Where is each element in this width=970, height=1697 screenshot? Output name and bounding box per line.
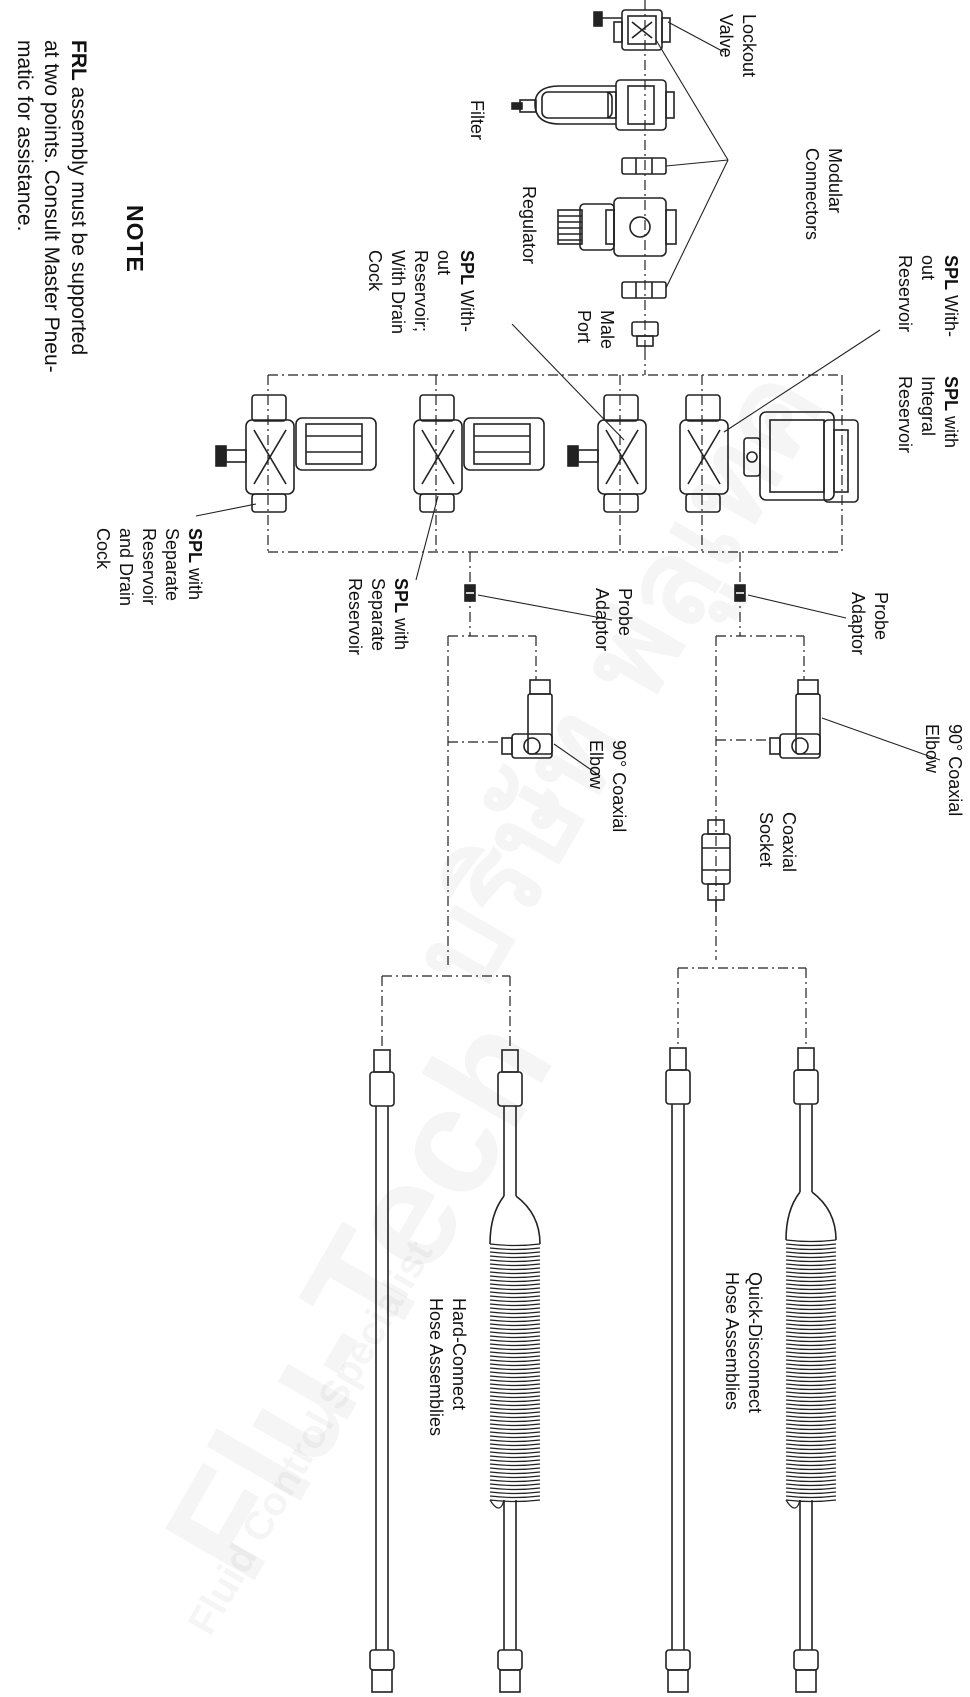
label-spl-separate-reservoir: SPL with Separate Reservoir [345, 578, 411, 656]
label-spl-without-reservoir-drain: SPL With- out Reservoir; With Drain Cock [365, 250, 477, 335]
coaxial-socket-icon [701, 819, 731, 912]
hard-connect-hose-coiled [489, 1049, 541, 1693]
modular-connector-icon [621, 157, 667, 175]
label-spl-separate-reservoir-drain: SPL with Separate Reservoir and Drain Co… [93, 528, 205, 607]
note-line-1: FRL assembly must be supported [67, 40, 90, 356]
lockout-valve-icon [593, 9, 671, 51]
filter-icon [511, 79, 675, 131]
quick-disconnect-hose-straight [665, 1047, 691, 1693]
note-line-2: at two points. Consult Master Pneu- [40, 40, 63, 373]
coaxial-elbow-icon [769, 679, 821, 759]
note-title: NOTE [122, 205, 148, 273]
modular-connector-icon [621, 281, 667, 299]
spl-without-reservoir-icon [679, 394, 729, 513]
spl-integral-reservoir-icon [743, 411, 859, 503]
quick-disconnect-hose-coiled [785, 1047, 837, 1693]
label-spl-integral-reservoir: SPL with Integral Reservoir [895, 376, 961, 454]
label-regulator: Regulator [519, 186, 539, 265]
label-filter: Filter [467, 100, 487, 140]
manifold-frame [267, 350, 843, 553]
hose-coil [489, 1243, 541, 1509]
label-spl-without-reservoir: SPL With- out Reservoir [895, 255, 961, 338]
male-port-icon [631, 321, 659, 347]
note-line-3: matic for assistance. [13, 40, 36, 232]
spl-without-reservoir-drain-icon [567, 394, 647, 513]
coaxial-elbow-icon [501, 679, 553, 759]
spl-separate-reservoir-icon [413, 394, 545, 513]
regulator-icon [557, 197, 677, 257]
hose-coil [785, 1239, 837, 1509]
hard-connect-hose-straight [369, 1049, 395, 1693]
probe-adaptor-icon [464, 584, 476, 602]
spl-separate-reservoir-drain-icon [215, 394, 377, 513]
probe-adaptor-icon [734, 584, 746, 602]
note-body: FRL assembly must be supported at two po… [11, 40, 92, 373]
